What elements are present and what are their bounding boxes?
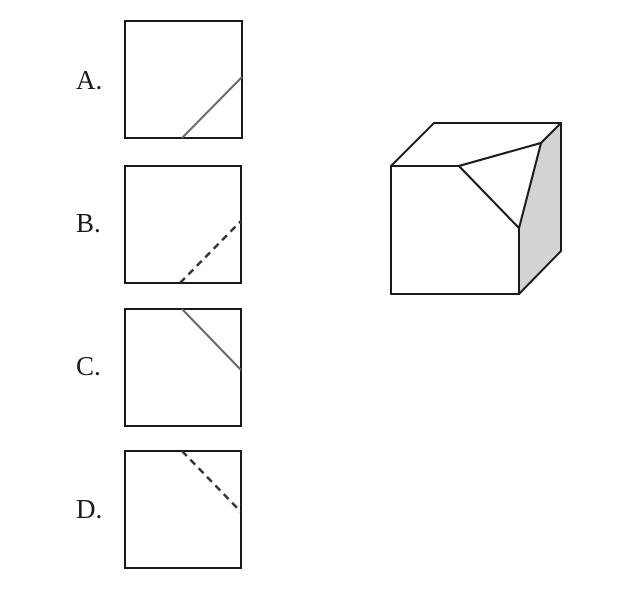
cut-cube [390, 122, 562, 295]
option-b-dashed-line [179, 220, 242, 284]
option-c-label: C. [76, 351, 101, 381]
option-d-label: D. [76, 494, 103, 524]
option-a-label: A. [76, 65, 103, 95]
option-c-view [124, 308, 242, 427]
option-c-solid-line [181, 308, 242, 371]
option-b-view [124, 165, 242, 284]
option-d-square [124, 450, 242, 569]
option-d-dashed-line [181, 450, 242, 513]
option-a-solid-line [181, 76, 243, 139]
option-a-view [124, 20, 243, 139]
option-c-square [124, 308, 242, 427]
option-b-label: B. [76, 208, 101, 238]
option-a-square [124, 20, 243, 139]
option-d-view [124, 450, 242, 569]
cube-cut-face [458, 142, 542, 229]
option-b-square [124, 165, 242, 284]
